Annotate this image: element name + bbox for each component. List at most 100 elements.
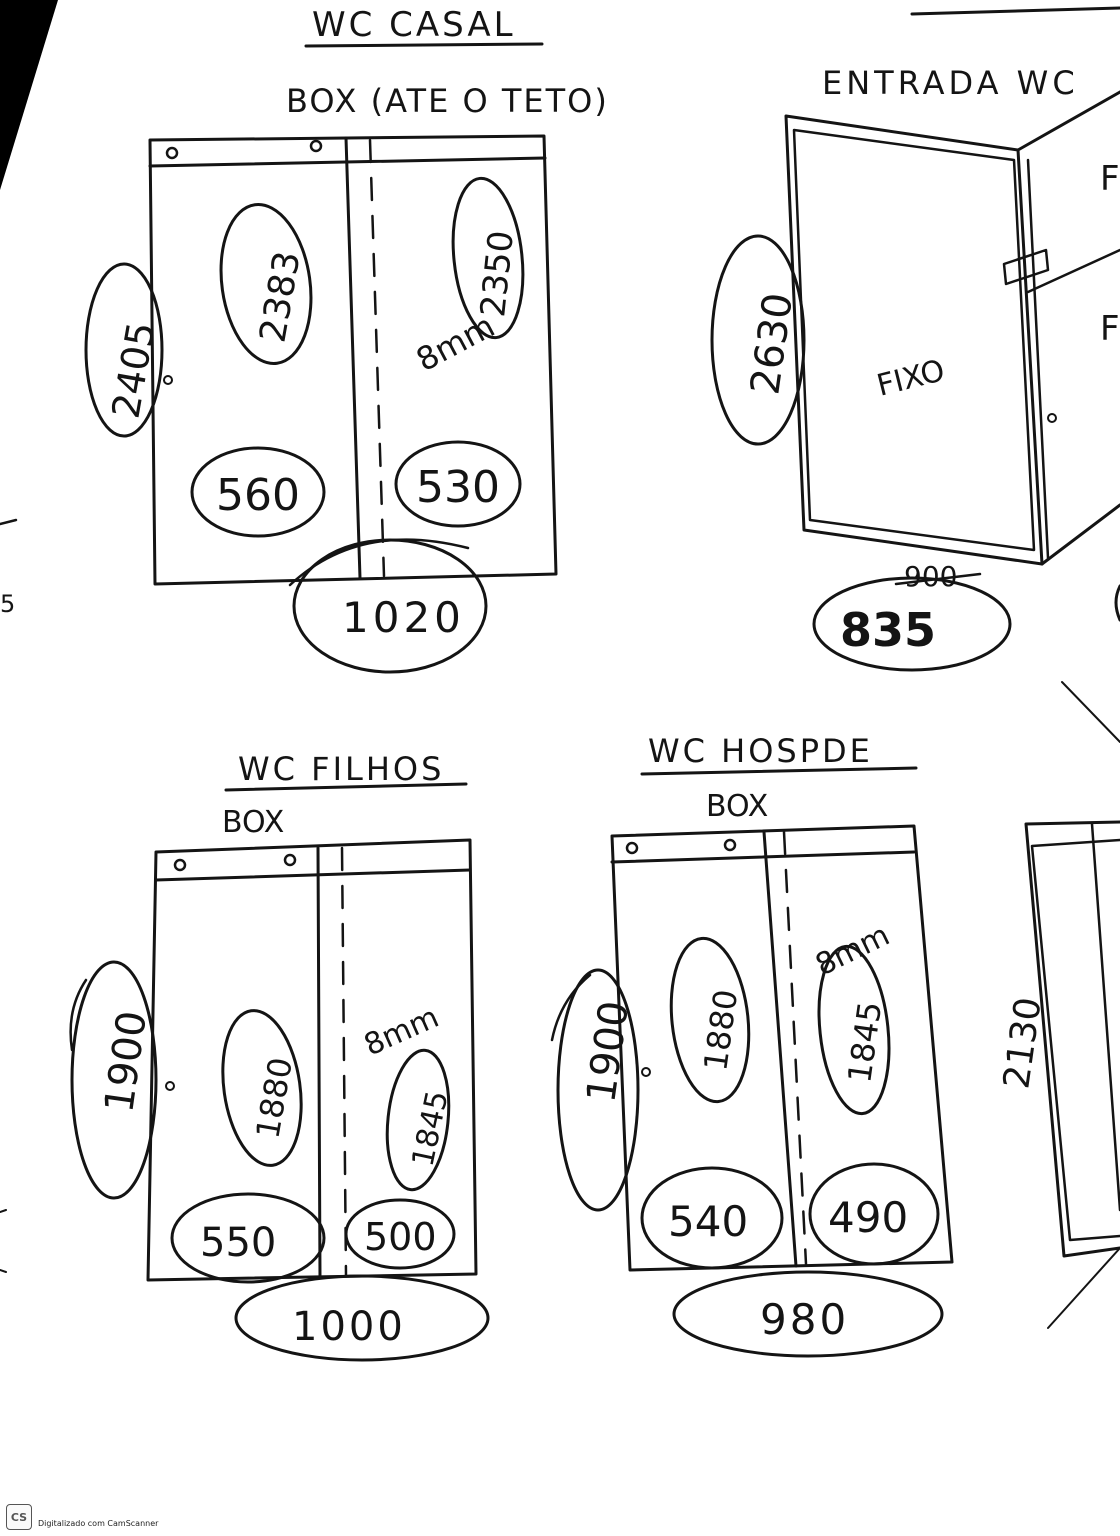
wc-hospede-left-width-oval bbox=[640, 1166, 784, 1270]
wc-casal-panel-left-height: 2383 bbox=[252, 248, 308, 345]
wc-hospede-panel-right-height: 1845 bbox=[840, 999, 889, 1085]
wc-filhos-sketch: WC FILHOS BOX 1900 1880 1845 8mm 550 500… bbox=[69, 750, 490, 1362]
wc-casal-hinge bbox=[163, 375, 173, 385]
wc-casal-height-total: 2405 bbox=[104, 319, 164, 422]
right-edge-divider bbox=[1090, 822, 1120, 1212]
wc-filhos-panel-right-width: 500 bbox=[364, 1215, 437, 1259]
wc-hospede-height-oval bbox=[556, 968, 640, 1212]
wc-filhos-height-tail bbox=[69, 978, 88, 1052]
wc-hospede-right-width-oval bbox=[808, 1162, 940, 1266]
entrada-wc-door-front bbox=[784, 114, 1044, 566]
wc-filhos-panel-right-height: 1845 bbox=[406, 1088, 456, 1170]
wc-casal-total-width: 1020 bbox=[342, 593, 465, 642]
wc-filhos-hinge bbox=[165, 1081, 175, 1091]
wc-filhos-subtitle: BOX bbox=[222, 805, 284, 840]
entrada-wc-side-rail bbox=[1026, 248, 1120, 294]
wc-casal-right-width-oval bbox=[394, 440, 522, 528]
wc-filhos-top-rail bbox=[154, 868, 472, 882]
scanner-footer: CS Digitalizado com CamScanner bbox=[6, 1504, 158, 1530]
entrada-wc-side-mark-2: F bbox=[1100, 309, 1120, 349]
right-edge-diagonal-bottom bbox=[1047, 1247, 1120, 1329]
wc-casal-subtitle: BOX (ATE O TETO) bbox=[286, 82, 609, 120]
right-edge-diagonal-top bbox=[1061, 681, 1120, 743]
wc-filhos-total-width-oval bbox=[234, 1274, 490, 1362]
left-edge-cut-text: 5 bbox=[0, 590, 15, 618]
entrada-wc-strike bbox=[894, 572, 982, 586]
left-edge-dash-1 bbox=[0, 518, 18, 526]
right-edge-arc bbox=[1114, 584, 1120, 622]
wc-filhos-panel-left-height: 1880 bbox=[248, 1055, 300, 1142]
wc-hospede-total-width: 980 bbox=[760, 1295, 849, 1344]
right-edge-door-frame bbox=[1024, 820, 1120, 1258]
wc-filhos-title: WC FILHOS bbox=[238, 750, 444, 788]
wc-filhos-height-oval bbox=[70, 960, 158, 1200]
wc-filhos-title-underline bbox=[224, 782, 468, 792]
wc-hospede-height-tail bbox=[550, 973, 592, 1042]
wc-filhos-screw-2 bbox=[283, 853, 297, 867]
wc-hospede-subtitle: BOX bbox=[706, 789, 768, 824]
wc-casal-right-height-oval bbox=[451, 176, 525, 340]
wc-casal-divider bbox=[344, 136, 362, 580]
entrada-wc-latch bbox=[1002, 248, 1050, 286]
left-edge-dash-2 bbox=[0, 1209, 7, 1213]
wc-filhos-screw-1 bbox=[173, 858, 187, 872]
wc-filhos-divider-dashed bbox=[340, 846, 348, 1278]
left-edge-dash-3 bbox=[0, 1269, 7, 1273]
entrada-wc-side-edge bbox=[1026, 158, 1050, 560]
right-edge-door-inner bbox=[1030, 838, 1120, 1242]
wc-hospede-panel-left-width: 540 bbox=[668, 1197, 748, 1246]
wc-casal-left-width-oval bbox=[190, 446, 326, 538]
scan-shadow bbox=[0, 0, 58, 190]
wc-hospede-divider-dashed bbox=[782, 830, 808, 1266]
wc-hospede-box-frame bbox=[610, 824, 954, 1272]
camscanner-icon: CS bbox=[6, 1504, 32, 1530]
right-edge-height: 2130 bbox=[996, 995, 1049, 1091]
wc-hospede-sketch: WC HOSPDE BOX 1900 1880 1845 8mm 540 490… bbox=[550, 732, 954, 1358]
wc-casal-sketch: WC CASAL BOX (ATE O TETO) 2405 2383 2350… bbox=[84, 5, 609, 674]
wc-filhos-right-width-oval bbox=[344, 1198, 456, 1270]
wc-hospede-divider bbox=[762, 830, 798, 1268]
wc-filhos-height-total: 1900 bbox=[96, 1008, 156, 1115]
entrada-wc-note: FIXO bbox=[873, 353, 948, 403]
entrada-wc-width-oval bbox=[812, 576, 1012, 672]
wc-casal-panel-right-width: 530 bbox=[416, 462, 500, 513]
entrada-wc-title: ENTRADA WC bbox=[822, 64, 1079, 102]
wc-hospede-panel-left-height: 1880 bbox=[696, 987, 745, 1073]
entrada-wc-height: 2630 bbox=[742, 290, 802, 397]
wc-hospede-panel-right-width: 490 bbox=[828, 1193, 908, 1242]
wc-filhos-panel-left-width: 550 bbox=[200, 1220, 276, 1266]
wc-casal-glass-thickness: 8mm bbox=[410, 307, 501, 379]
wc-hospede-top-rail bbox=[610, 850, 916, 864]
wc-filhos-total-width: 1000 bbox=[292, 1304, 406, 1350]
top-right-cut-line bbox=[910, 6, 1120, 16]
left-edge-marks: 5 bbox=[0, 518, 18, 1273]
entrada-wc-side-wall-bottom bbox=[1040, 503, 1120, 566]
wc-hospede-left-height-oval bbox=[669, 936, 751, 1104]
wc-casal-screw-2 bbox=[309, 139, 323, 153]
wc-casal-title: WC CASAL bbox=[312, 5, 516, 45]
entrada-wc-height-oval bbox=[710, 234, 806, 446]
wc-casal-panel-left-width: 560 bbox=[216, 470, 300, 521]
wc-hospede-hinge bbox=[641, 1067, 651, 1077]
wc-filhos-left-width-oval bbox=[170, 1192, 326, 1284]
wc-casal-left-height-oval bbox=[219, 203, 313, 365]
entrada-wc-side-wall bbox=[1016, 90, 1120, 152]
wc-casal-height-oval bbox=[84, 262, 164, 438]
entrada-wc-side-mark-1: F bbox=[1100, 159, 1120, 199]
wc-hospede-title: WC HOSPDE bbox=[648, 732, 873, 770]
right-edge-sketch: 2130 bbox=[996, 681, 1120, 1329]
wc-filhos-divider bbox=[316, 846, 322, 1280]
entrada-wc-knob bbox=[1047, 413, 1057, 423]
wc-filhos-right-height-oval bbox=[385, 1048, 451, 1192]
wc-hospede-glass-thickness: 8mm bbox=[810, 918, 895, 983]
entrada-wc-sketch: ENTRADA WC F F 2630 FIXO 900 835 bbox=[710, 6, 1120, 672]
wc-casal-box-frame bbox=[148, 134, 558, 586]
wc-casal-panel-right-height: 2350 bbox=[473, 229, 522, 319]
wc-hospede-screw-2 bbox=[723, 838, 737, 852]
scanner-caption: Digitalizado com CamScanner bbox=[38, 1518, 159, 1528]
wc-casal-screw-1 bbox=[165, 146, 179, 160]
wc-casal-divider-dashed bbox=[368, 138, 386, 578]
entrada-wc-door-inner bbox=[792, 128, 1036, 552]
wc-casal-title-underline bbox=[304, 42, 544, 48]
